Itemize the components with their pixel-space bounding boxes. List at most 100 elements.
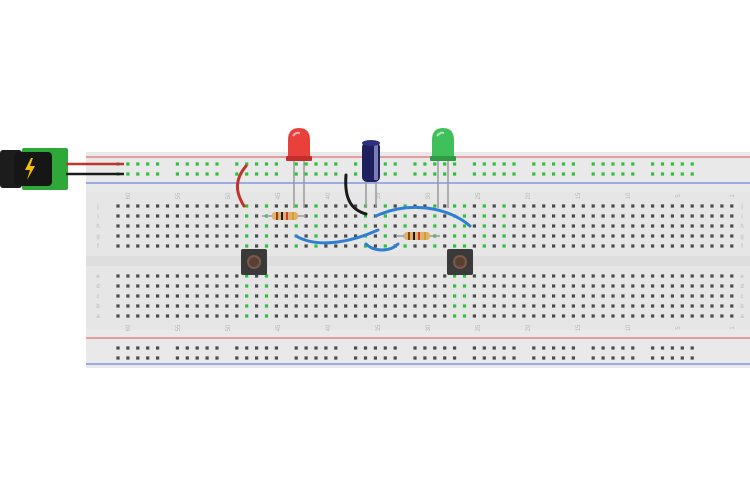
row-letter-label: j (740, 204, 742, 210)
hole (136, 294, 140, 298)
rail-hole (443, 356, 447, 360)
hole (700, 284, 704, 288)
hole (631, 224, 635, 228)
hole (660, 304, 665, 308)
rail-hole (542, 356, 546, 360)
hole (651, 274, 655, 278)
hole (215, 274, 219, 278)
hole (561, 274, 566, 278)
rail-hole-active (383, 162, 387, 166)
hole (116, 204, 120, 208)
rail-hole (660, 356, 665, 360)
hole (195, 204, 199, 208)
hole (195, 314, 199, 318)
resistor-right-band (408, 232, 410, 240)
hole-active (453, 244, 457, 248)
hole (354, 284, 358, 288)
hole-active (462, 294, 467, 298)
row-letter-label: i (741, 214, 742, 220)
led-green-rim (430, 156, 456, 161)
hole (403, 284, 407, 288)
column-number-label: 5 (676, 194, 682, 198)
hole (225, 234, 229, 238)
rail-hole-active (324, 162, 328, 166)
rail-hole (680, 346, 684, 350)
hole (651, 204, 655, 208)
rail-hole (472, 346, 476, 350)
rail-hole-active (304, 172, 308, 176)
rail-hole-active (542, 162, 546, 166)
hole (532, 214, 536, 218)
hole (552, 214, 556, 218)
hole (670, 214, 674, 218)
hole (542, 274, 546, 278)
hole (185, 314, 189, 318)
resistor-right (396, 232, 440, 240)
hole-active (482, 234, 486, 238)
rail-hole-active (571, 172, 575, 176)
row-letter-label: g (740, 234, 743, 240)
hole (492, 214, 496, 218)
hole (710, 224, 714, 228)
hole (710, 294, 714, 298)
row-letter-label: f (97, 244, 99, 250)
hole-active (462, 204, 467, 208)
hole (354, 204, 358, 208)
hole (363, 294, 368, 298)
hole (710, 204, 714, 208)
hole (443, 274, 447, 278)
hole (601, 214, 605, 218)
hole (472, 294, 476, 298)
rail-hole-active (205, 162, 209, 166)
rail-hole (185, 356, 189, 360)
rail-hole-active (383, 172, 387, 176)
hole (660, 294, 665, 298)
hole-active (264, 294, 269, 298)
hole (255, 204, 259, 208)
hole (680, 224, 684, 228)
rail-hole (433, 346, 437, 350)
rail-hole-active (433, 172, 437, 176)
hole (492, 224, 496, 228)
rail-hole (175, 356, 179, 360)
hole (274, 274, 278, 278)
wire-red (236, 164, 248, 208)
hole-active (433, 204, 437, 208)
hole (116, 244, 120, 248)
rail-hole-active (631, 172, 635, 176)
column-number-label: 5 (676, 326, 682, 330)
hole (433, 294, 437, 298)
hole (443, 234, 447, 238)
hole (581, 294, 585, 298)
hole (611, 234, 615, 238)
hole (393, 234, 397, 238)
hole (284, 274, 288, 278)
rail-hole (492, 346, 496, 350)
hole (116, 274, 120, 278)
hole (274, 204, 278, 208)
hole (571, 274, 575, 278)
rail-hole-active (255, 162, 259, 166)
led-red-rim (286, 156, 312, 161)
hole (175, 284, 179, 288)
hole-active (453, 274, 457, 278)
hole (532, 314, 536, 318)
hole (136, 284, 140, 288)
hole (621, 244, 625, 248)
hole (542, 304, 546, 308)
hole (255, 284, 259, 288)
hole (314, 294, 318, 298)
rail-hole-active (146, 172, 150, 176)
rail-hole (631, 356, 635, 360)
wire-blue-top (374, 205, 472, 228)
hole (393, 284, 397, 288)
hole (571, 284, 575, 288)
rail-hole (670, 346, 674, 350)
hole (413, 284, 417, 288)
hole-active (453, 284, 457, 288)
hole (581, 214, 585, 218)
hole (156, 244, 160, 248)
hole (522, 304, 526, 308)
hole (660, 234, 665, 238)
row-letter-label: j (96, 204, 98, 210)
